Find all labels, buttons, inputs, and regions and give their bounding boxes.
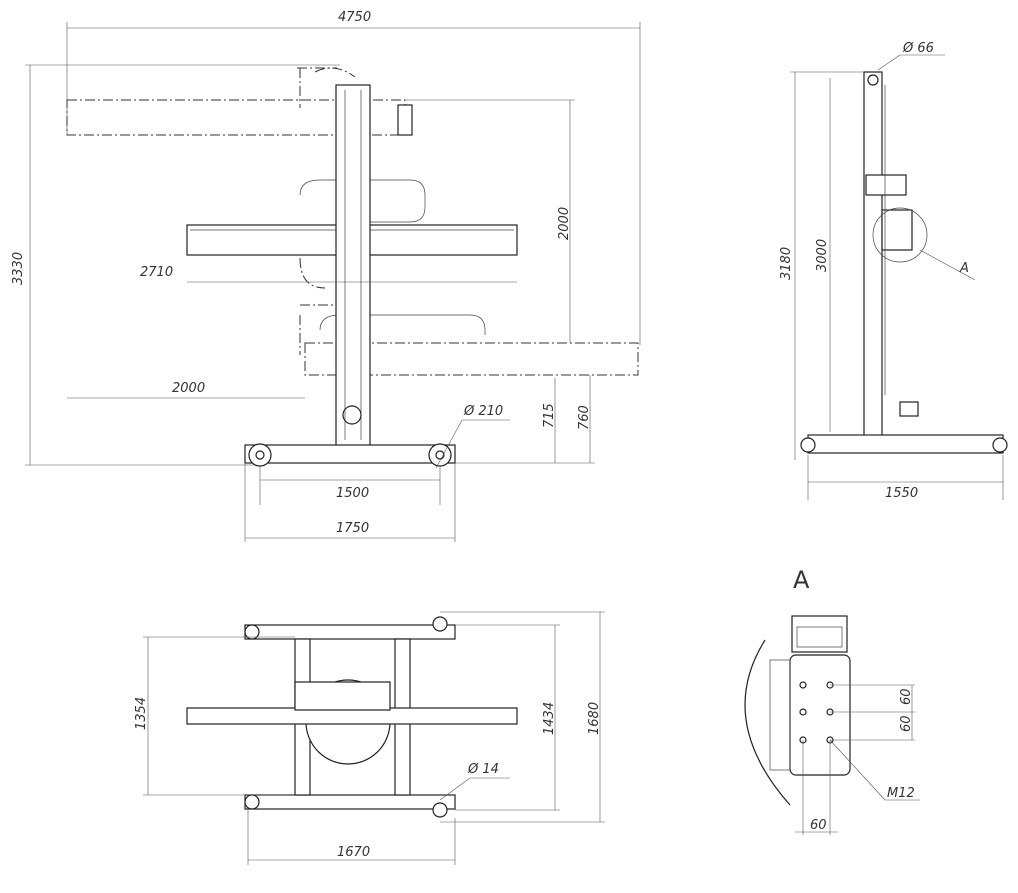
- side-column: [863, 71, 883, 441]
- dim-length: 1670: [337, 845, 370, 860]
- dim-overall-width: 4750: [338, 10, 371, 25]
- dim-wheel-diameter: Ø 210: [463, 404, 503, 419]
- dim-base-width: 1550: [885, 486, 918, 501]
- dim-mid-width: 1434: [542, 702, 557, 735]
- dim-pitch-3: 60: [810, 818, 827, 833]
- dim-min-height-1: 715: [542, 403, 557, 428]
- dim-wheel-track: 1500: [336, 486, 369, 501]
- dim-pitch-2: 60: [899, 715, 914, 732]
- dim-inner-width: 1354: [134, 697, 149, 730]
- base: [244, 444, 456, 464]
- wheel: [428, 443, 452, 467]
- detail-callout: A: [959, 261, 969, 276]
- wheel: [248, 443, 272, 467]
- dim-outer-width: 1680: [587, 702, 602, 735]
- side-base: [807, 434, 1004, 454]
- dim-hole-diameter: Ø 14: [467, 762, 499, 777]
- dim-column-height: 3000: [815, 239, 830, 272]
- dim-arm-length: 2710: [140, 265, 173, 280]
- dim-arm-travel: 2000: [557, 207, 572, 240]
- column: [335, 84, 371, 451]
- detail-a: A 60 60 60 M12: [744, 566, 920, 835]
- mount-plate: [789, 654, 851, 776]
- top-view: 1354 1434 1680 Ø 14 1670: [134, 611, 605, 865]
- front-view: 4750 3330 2000 2710 2000 Ø 210: [11, 10, 641, 542]
- dim-overall-height: 3330: [11, 252, 26, 285]
- dim-total-height: 3180: [779, 247, 794, 280]
- dim-thread: M12: [887, 786, 915, 801]
- dim-column-diameter: Ø 66: [902, 41, 934, 56]
- dim-base-length: 1750: [336, 521, 369, 536]
- dim-min-height-2: 760: [577, 405, 592, 430]
- dim-pitch-1: 60: [899, 688, 914, 705]
- detail-title: A: [793, 566, 810, 594]
- arm-lower-position: [304, 342, 639, 376]
- dim-arm-reach: 2000: [172, 381, 205, 396]
- side-view: A Ø 66 3180 3000 1550: [779, 41, 1008, 501]
